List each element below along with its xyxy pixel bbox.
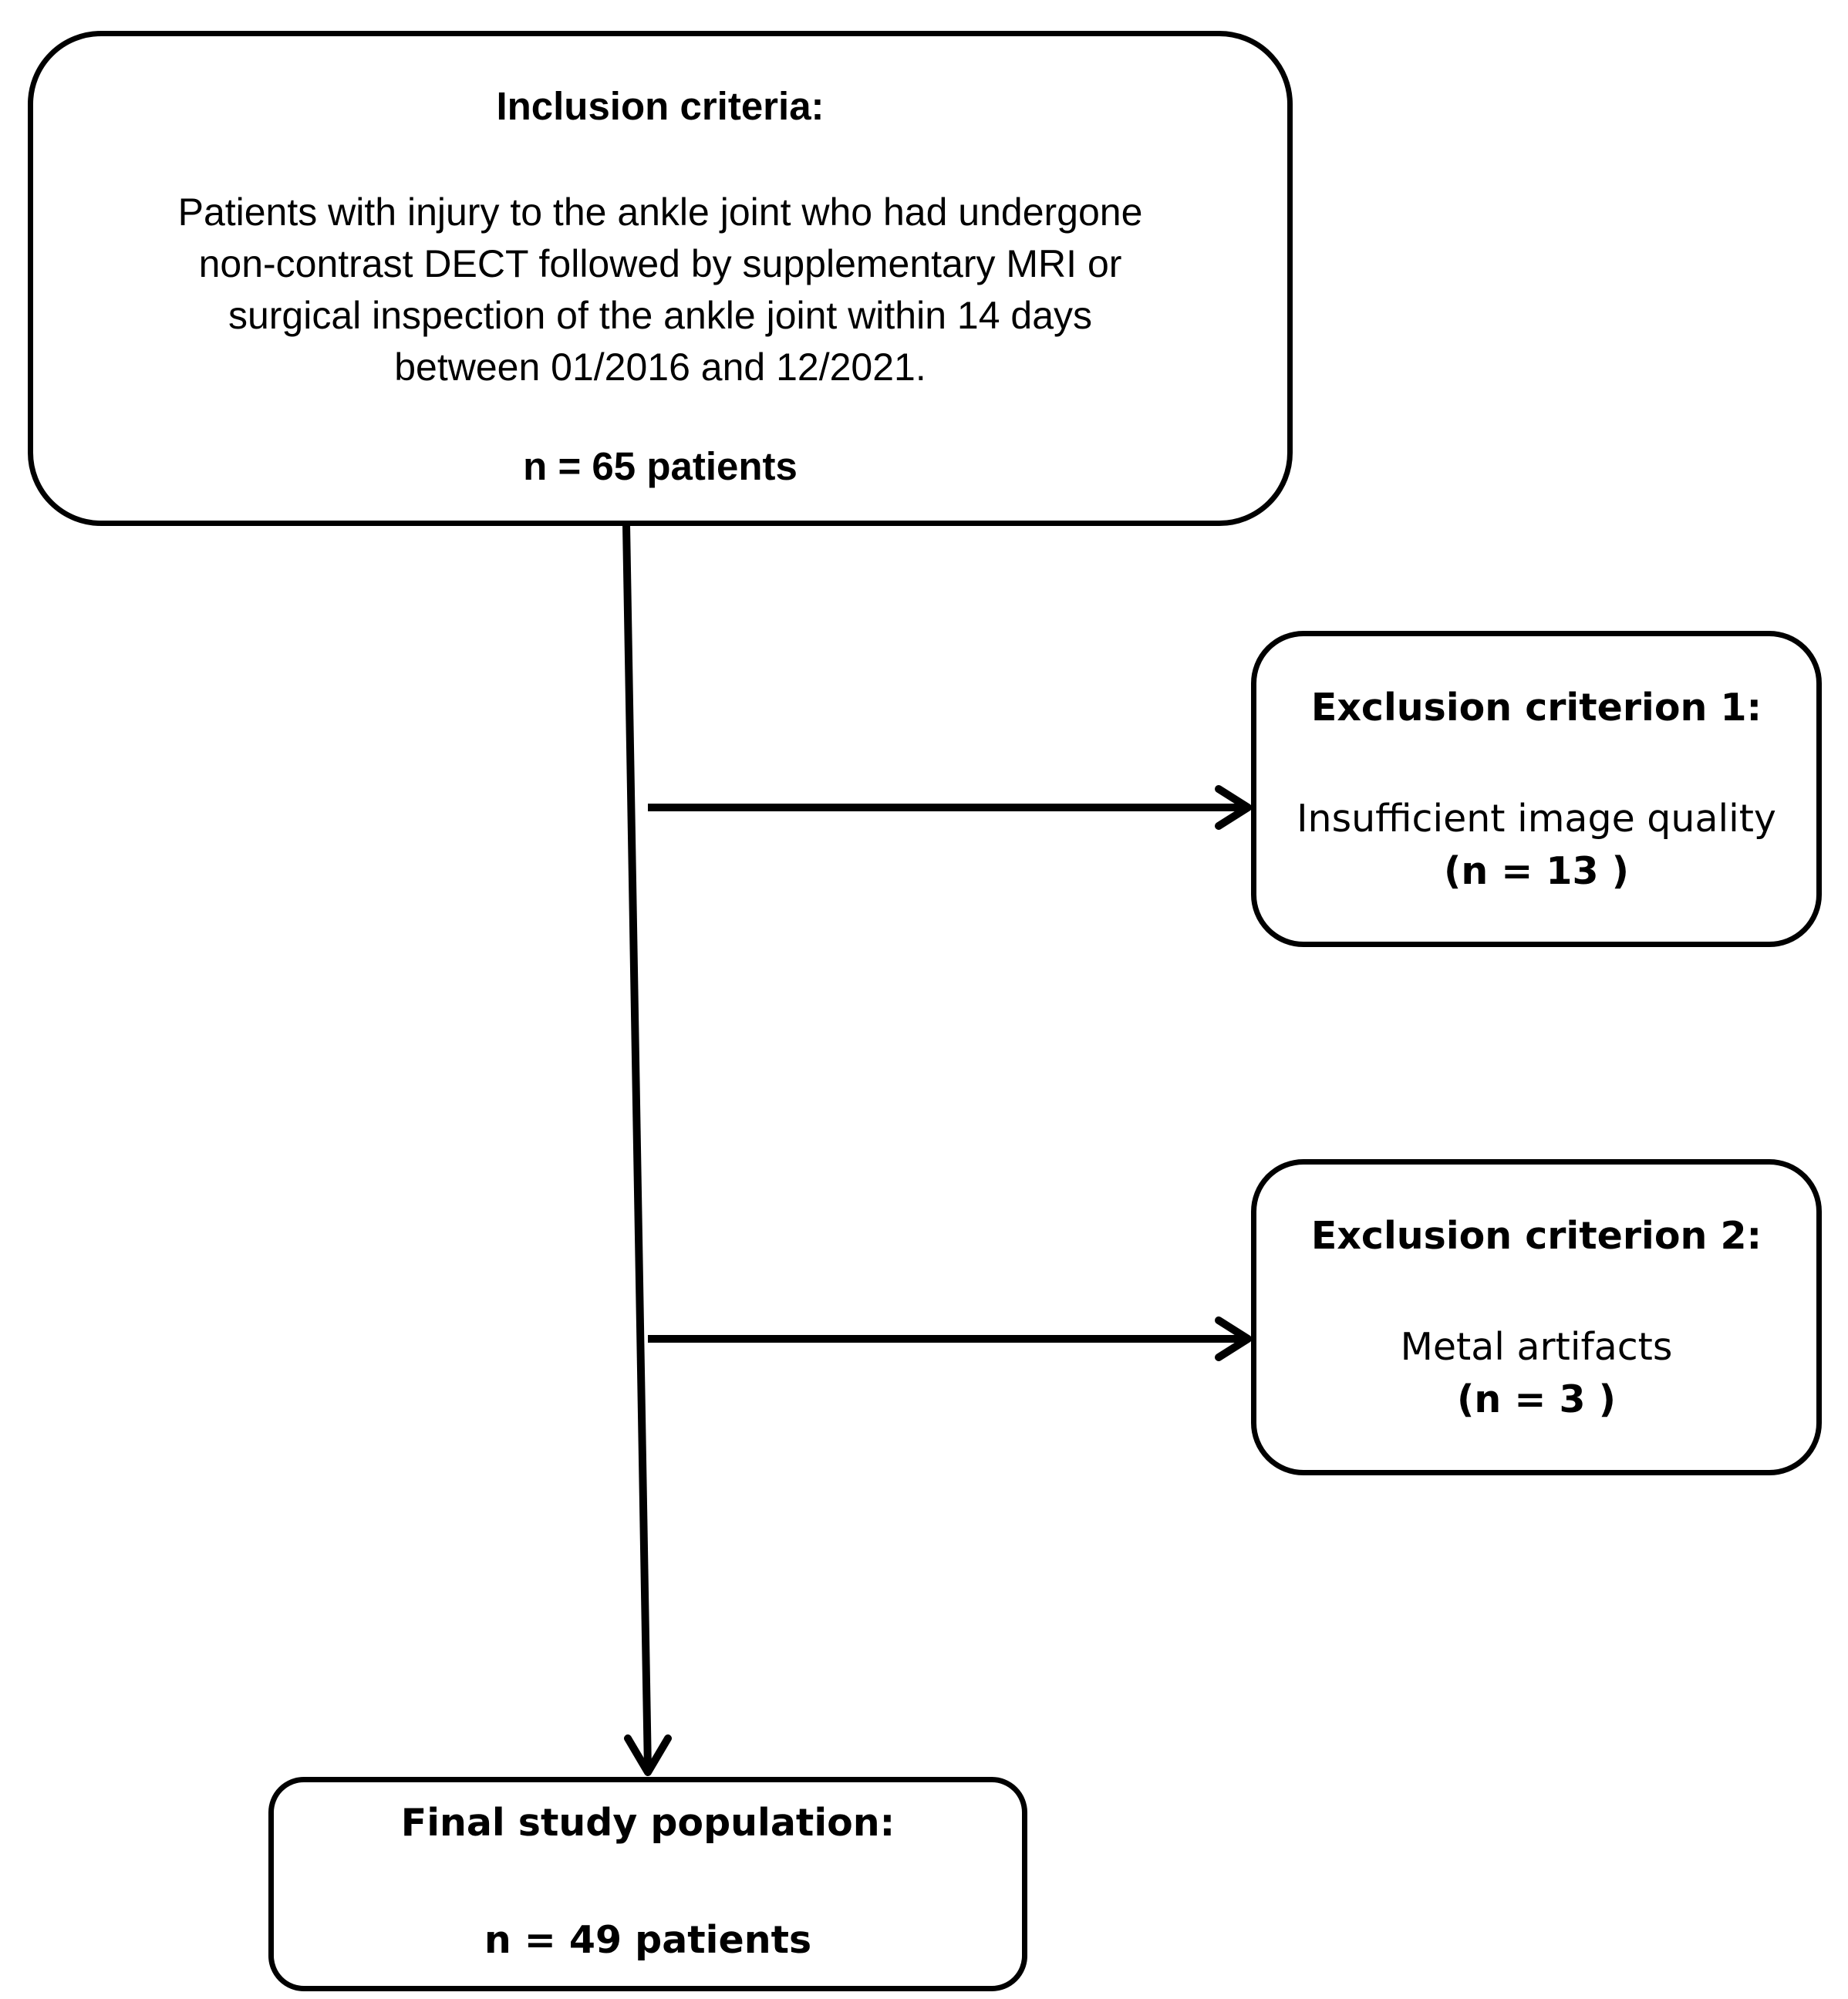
exclusion-criterion-2-box: Exclusion criterion 2: Metal artifacts (… [1251,1159,1822,1475]
final-count: n = 49 patients [484,1918,812,1962]
inclusion-criteria-box: Inclusion criteria: Patients with injury… [28,31,1293,526]
exclusion-2-arrowhead [1215,1316,1252,1361]
exclusion-2-title: Exclusion criterion 2: [1310,1214,1762,1258]
exclusion-1-arrowhead [1215,785,1252,830]
inclusion-description-line-4: between 01/2016 and 12/2021. [394,346,926,389]
exclusion-2-reason: Metal artifacts [1400,1325,1673,1369]
final-study-population-box: Final study population: n = 49 patients [268,1777,1027,1991]
inclusion-title: Inclusion criteria: [496,84,825,128]
main-flow-line [622,524,652,1771]
inclusion-count: n = 65 patients [523,444,798,488]
exclusion-1-title: Exclusion criterion 1: [1310,686,1762,730]
exclusion-2-count: (n = 3 ) [1456,1377,1616,1421]
inclusion-description-line-3: surgical inspection of the ankle joint w… [228,294,1093,337]
main-flow-arrowhead [624,1734,672,1776]
final-title: Final study population: [400,1801,895,1845]
inclusion-description-line-2: non-contrast DECT followed by supplement… [198,242,1122,285]
exclusion-1-count: (n = 13 ) [1443,849,1630,893]
exclusion-criterion-1-box: Exclusion criterion 1: Insufficient imag… [1251,631,1822,947]
exclusion-1-reason: Insufficient image quality [1297,797,1776,841]
inclusion-description-line-1: Patients with injury to the ankle joint … [177,190,1143,234]
